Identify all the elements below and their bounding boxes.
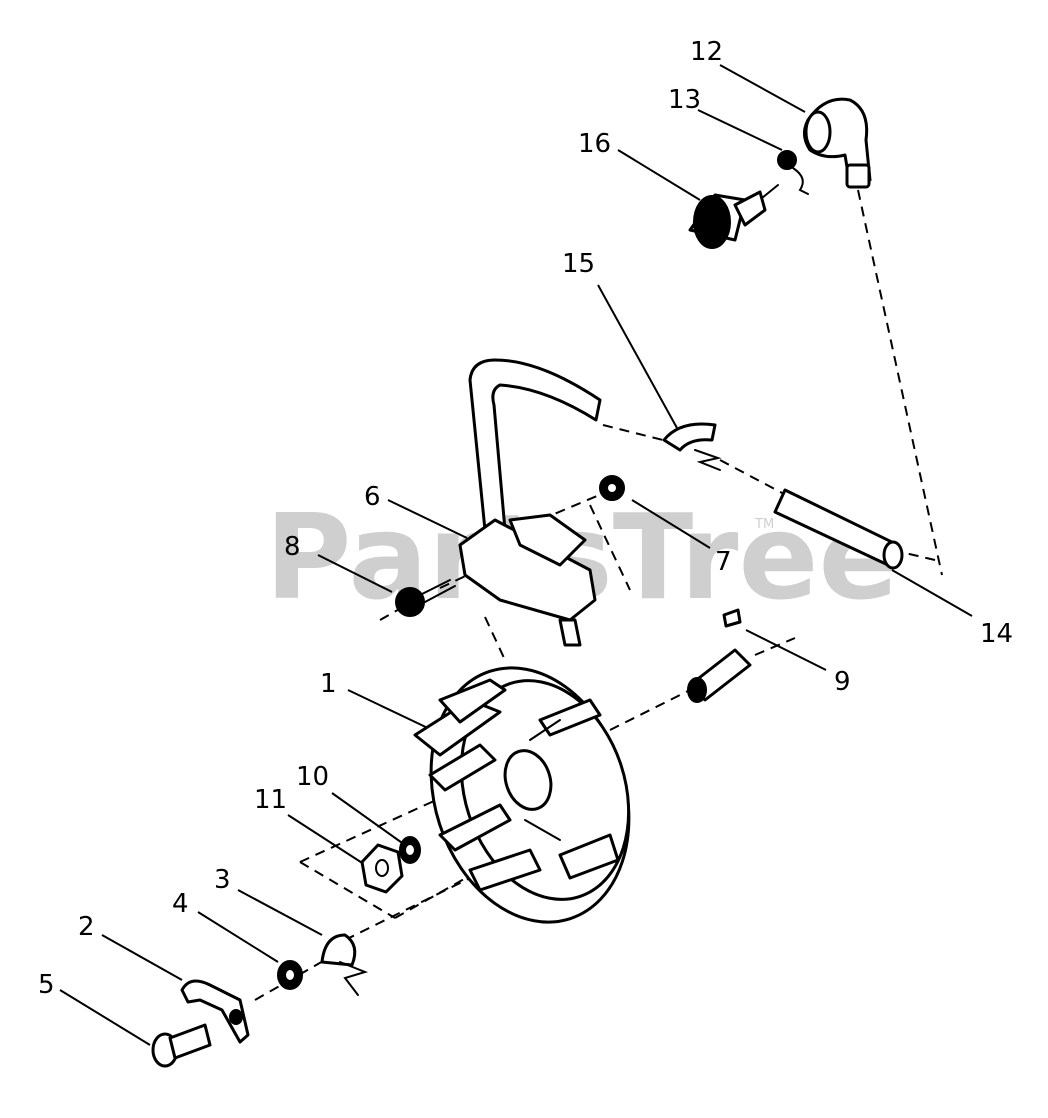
wire-clamp [662, 422, 722, 471]
callout-13: 13 [668, 85, 701, 115]
callout-8: 8 [284, 532, 301, 562]
callout-5: 5 [38, 970, 55, 1000]
ignition-module [458, 358, 602, 647]
leader-lines [59, 64, 973, 1046]
ignition-sleeve [773, 488, 904, 570]
callout-14: 14 [980, 619, 1013, 649]
callout-labels: 12 13 16 15 6 7 8 14 9 1 10 11 3 4 2 5 [38, 37, 1013, 1000]
screw-5 [151, 1023, 212, 1068]
flywheel-nut [360, 843, 404, 894]
callout-16: 16 [578, 129, 611, 159]
screw-8 [395, 579, 456, 617]
spark-plug-spring [777, 150, 809, 195]
flywheel [413, 666, 631, 924]
spark-plug [688, 184, 779, 249]
callout-2: 2 [78, 912, 95, 942]
callout-6: 6 [364, 482, 381, 512]
callout-10: 10 [296, 762, 329, 792]
flywheel-key [687, 608, 752, 703]
callout-11: 11 [254, 785, 287, 815]
callout-4: 4 [172, 889, 189, 919]
starter-clip [320, 933, 369, 996]
callout-7: 7 [715, 547, 732, 577]
starter-pawl [180, 979, 250, 1044]
callout-15: 15 [562, 249, 595, 279]
washer-10 [399, 836, 421, 864]
callout-1: 1 [320, 669, 337, 699]
washer-7 [599, 475, 625, 501]
washer-4 [277, 960, 303, 990]
watermark-trademark: TM [754, 517, 774, 532]
callout-9: 9 [834, 667, 851, 697]
callout-12: 12 [690, 37, 723, 67]
spark-plug-boot [803, 97, 872, 189]
callout-3: 3 [214, 865, 231, 895]
